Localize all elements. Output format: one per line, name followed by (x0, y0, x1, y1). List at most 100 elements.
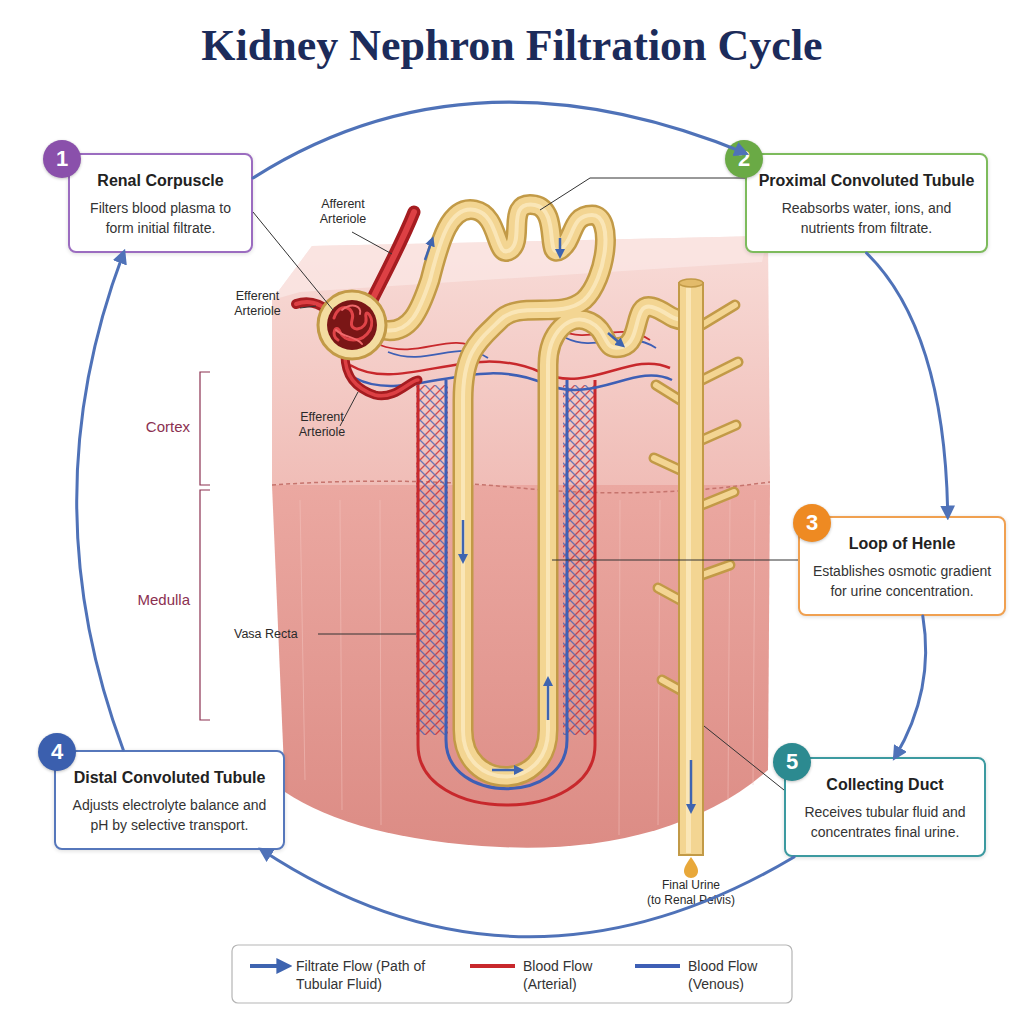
cortex-bracket (200, 372, 210, 485)
tubule-highlight (383, 205, 684, 777)
step-description: Establishes osmotic gradient for urine c… (810, 561, 994, 601)
legend-text: Filtrate Flow (Path of Tubular Fluid) (296, 957, 456, 993)
cycle-arrow (77, 253, 124, 750)
step-box: 2Proximal Convoluted TubuleReabsorbs wat… (745, 153, 988, 253)
duct-branch (702, 565, 730, 575)
vasa-recta-mesh (416, 385, 448, 735)
flow-arrow (462, 520, 465, 560)
duct-branch (702, 425, 736, 440)
legend-frame (232, 945, 792, 1003)
vasa-recta-arterial (418, 380, 595, 805)
duct-branch (662, 680, 680, 690)
striation (728, 500, 730, 800)
medulla-bracket (200, 490, 210, 720)
striation (658, 500, 660, 825)
flow-arrow (547, 680, 550, 720)
leader-line (704, 726, 784, 790)
nephron-tubule (383, 205, 684, 777)
duct-branch (654, 458, 680, 470)
efferent-arteriole (345, 355, 418, 396)
glomerulus-capillaries (336, 306, 362, 344)
duct-branch (702, 425, 736, 440)
callout-number: 2 (725, 140, 763, 178)
region-label: Medulla (110, 592, 190, 607)
duct-branch (662, 680, 680, 690)
step-heading: Proximal Convoluted Tubule (757, 171, 976, 191)
striation (340, 500, 342, 810)
urine-drop (684, 857, 698, 878)
duct-branch (702, 305, 735, 325)
leader-line (540, 178, 745, 210)
step-box: 1Renal CorpuscleFilters blood plasma to … (68, 153, 253, 253)
step-description: Filters blood plasma to form initial fil… (80, 198, 241, 238)
leader-line (552, 560, 798, 561)
flow-arrow (492, 769, 520, 772)
callout-number: 4 (38, 733, 76, 771)
glomerulus-capillaries (334, 307, 372, 340)
cycle-arrow (895, 616, 926, 757)
duct-branch (656, 385, 680, 400)
striation (753, 500, 755, 785)
efferent-arteriole-highlight (345, 355, 418, 396)
part-label: Vasa Recta (234, 627, 324, 642)
part-label: Efferent Arteriole (215, 289, 300, 319)
bowman-capsule (318, 291, 386, 359)
part-label: Efferent Arteriole (282, 410, 362, 440)
flow-arrow (559, 238, 562, 255)
glomerulus (327, 300, 377, 350)
afferent-arteriole-highlight (372, 212, 414, 300)
duct-branch (658, 588, 680, 600)
duct-branch (702, 362, 738, 380)
duct-branch (702, 305, 735, 325)
duct-highlight (686, 285, 691, 853)
output-label: Final Urine (616, 878, 766, 893)
striation (300, 500, 305, 780)
duct-branch (702, 565, 730, 575)
region-label: Cortex (110, 419, 190, 434)
step-description: Receives tubular fluid and concentrates … (796, 802, 974, 842)
callout-number: 3 (793, 504, 831, 542)
leader-line (352, 232, 392, 254)
capillary-arterial (350, 362, 670, 379)
leader-line (318, 634, 416, 635)
striation (619, 500, 620, 835)
cycle-arrow (262, 850, 794, 937)
leader-lines (253, 178, 798, 790)
legend-text: Blood Flow (Venous) (688, 957, 788, 993)
tubule-outline (383, 205, 684, 777)
afferent-arteriole (372, 212, 414, 300)
filtrate-flow-arrows (425, 238, 691, 810)
callout-number: 5 (773, 743, 811, 781)
step-heading: Renal Corpuscle (80, 171, 241, 191)
duct-branch (658, 588, 680, 600)
duct-branch (702, 492, 734, 505)
duct-opening (679, 279, 703, 287)
callout-number: 1 (43, 140, 81, 178)
leader-line (300, 306, 316, 308)
duct-branch (656, 385, 680, 400)
step-box: 4Distal Convoluted TubuleAdjusts electro… (54, 750, 285, 850)
legend-venous-sample (635, 964, 680, 968)
collecting-duct (679, 283, 703, 855)
cycle-arrow (867, 253, 948, 516)
step-heading: Distal Convoluted Tubule (66, 768, 273, 788)
duct-branch (702, 362, 738, 380)
step-description: Adjusts electrolyte balance and pH by se… (66, 795, 273, 835)
flow-arrow (608, 333, 622, 345)
flow-arrow (690, 760, 693, 810)
part-label: Afferent Arteriole (298, 197, 388, 227)
step-box: 5Collecting DuctReceives tubular fluid a… (784, 757, 986, 857)
step-box: 3Loop of HenleEstablishes osmotic gradie… (798, 516, 1006, 616)
duct-branch (702, 492, 734, 505)
legend-filtrate-sample (250, 964, 286, 968)
step-description: Reabsorbs water, ions, and nutrients fro… (757, 198, 976, 238)
legend-arterial-sample (470, 964, 515, 968)
flow-arrow (425, 240, 432, 260)
cycle-arrow (253, 102, 745, 178)
legend-text: Blood Flow (Arterial) (523, 957, 623, 993)
diagram-title: Kidney Nephron Filtration Cycle (0, 20, 1024, 71)
step-heading: Loop of Henle (810, 534, 994, 554)
output-label: (to Renal Pelvis) (616, 893, 766, 908)
striation (380, 500, 381, 825)
